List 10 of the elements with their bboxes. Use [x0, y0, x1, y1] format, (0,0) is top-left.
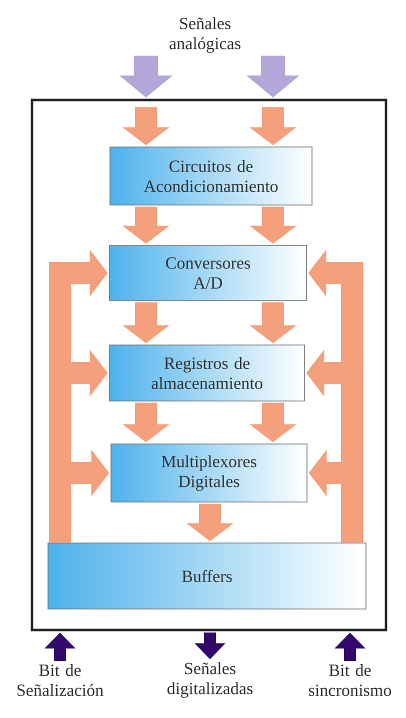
- process-box: Circuitos de Acondicionamiento: [110, 146, 312, 206]
- process-box: Conversores A/D: [109, 245, 307, 301]
- outer-frame: [30, 98, 388, 632]
- signal-label: Señales analógicas: [170, 17, 240, 53]
- process-box: Registros de almacenamiento: [109, 344, 305, 402]
- process-box: Multiplexores Digitales: [110, 444, 308, 502]
- process-box: Buffers: [48, 542, 366, 610]
- signal-label: Bit de Señalización: [18, 664, 104, 696]
- signal-label: Señales digitalizadas: [167, 662, 253, 698]
- signal-label: Bit de sincronismo: [308, 664, 392, 696]
